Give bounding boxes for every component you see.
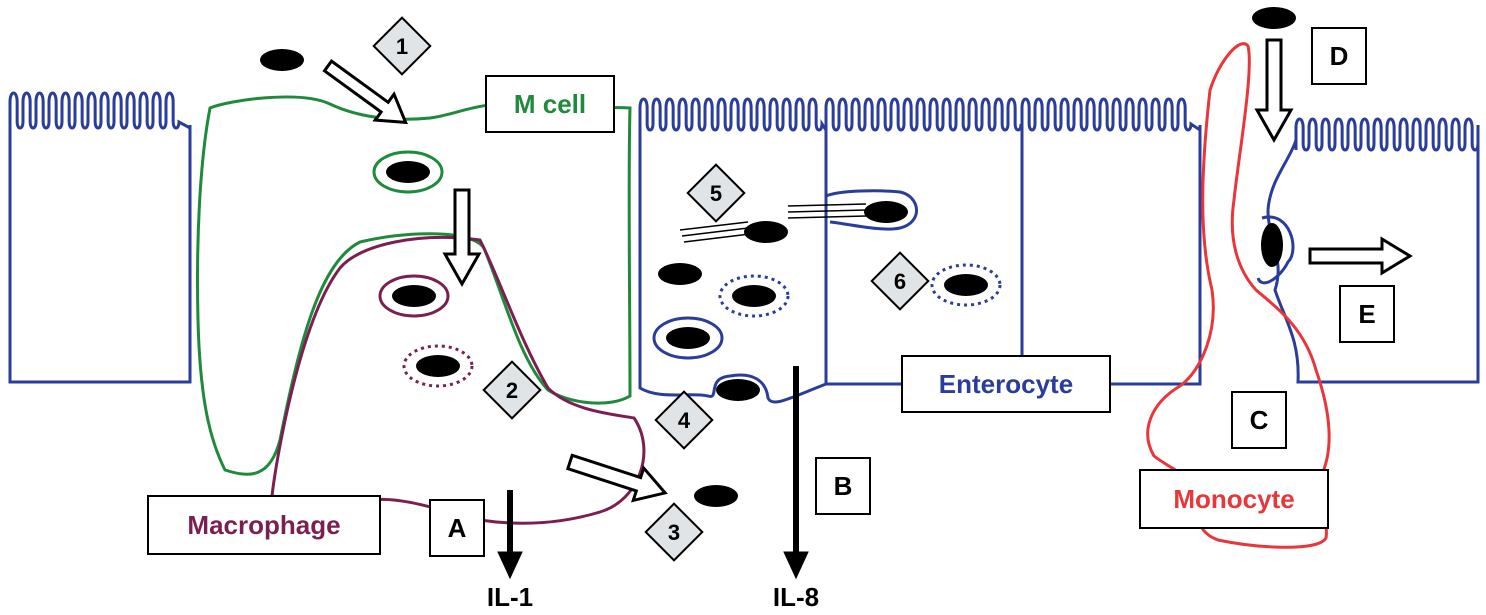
epithelium-cells bbox=[8, 91, 1480, 404]
macrophage-label: Macrophage bbox=[187, 510, 340, 540]
m-cell-vesicle bbox=[372, 150, 444, 194]
enterocyte-pocket bbox=[1256, 215, 1295, 285]
step-1-number: 1 bbox=[396, 34, 408, 59]
flagella bbox=[679, 203, 867, 243]
bacterium-lumen-m-cell bbox=[260, 49, 304, 71]
letter-a: A bbox=[448, 513, 467, 543]
bacterium-macrophage-degrading bbox=[416, 355, 460, 377]
cell-labels: M cell Macrophage Enterocyte Monocyte bbox=[187, 89, 1294, 540]
arrow-d-down bbox=[1254, 38, 1294, 144]
letter-c: C bbox=[1250, 405, 1269, 435]
arrow-entry-m-cell bbox=[322, 59, 408, 125]
microvilli-middle-cell-3 bbox=[1020, 97, 1201, 132]
monocyte-outline bbox=[1146, 42, 1331, 549]
monocyte-label-box bbox=[1139, 469, 1329, 529]
il8-label: IL-8 bbox=[773, 582, 819, 612]
cytokine-arrows bbox=[497, 366, 809, 580]
macrophage-degrading-vesicle bbox=[402, 344, 474, 388]
microvilli-middle-cell-1 bbox=[638, 97, 828, 132]
enterocyte-degrading-vesicle bbox=[718, 274, 790, 318]
step-diamonds bbox=[372, 16, 930, 562]
microvilli-left-cell bbox=[8, 91, 191, 130]
step-2-diamond bbox=[482, 360, 542, 420]
step-6-number: 6 bbox=[894, 269, 906, 294]
microvilli-middle-cell-2 bbox=[824, 97, 1024, 132]
enterocyte-cell-4 bbox=[638, 125, 828, 404]
bacterium-basolateral bbox=[716, 379, 760, 401]
letter-b: B bbox=[834, 471, 853, 501]
bacterium-lumen-monocyte bbox=[1252, 7, 1296, 29]
letters: A B C D E bbox=[448, 41, 1376, 543]
letter-a-box bbox=[429, 499, 485, 557]
letter-c-box bbox=[1231, 391, 1287, 449]
step-4-number: 4 bbox=[678, 408, 691, 433]
il1-arrowhead bbox=[497, 551, 523, 580]
macrophage-vesicle bbox=[378, 274, 450, 318]
il8-arrowhead bbox=[783, 551, 809, 580]
arrow-m-cell-down bbox=[442, 188, 482, 288]
enterocyte-invagination bbox=[825, 189, 918, 231]
letter-d-box bbox=[1311, 27, 1367, 85]
enterocyte-cell-5 bbox=[826, 125, 1202, 386]
arrow-e-right bbox=[1308, 236, 1413, 276]
enterocyte-label-box bbox=[901, 355, 1111, 413]
enterocyte-cell-left bbox=[8, 125, 192, 384]
bacterium-enterocyte-vesicle bbox=[666, 327, 710, 349]
bacterium-m-cell bbox=[386, 161, 430, 183]
monocyte-label: Monocyte bbox=[1173, 484, 1294, 514]
step-numbers: 1 2 3 4 5 6 bbox=[396, 34, 906, 545]
bacterium-enterocyte-free bbox=[658, 263, 702, 285]
bacterium-flagellum-1 bbox=[744, 221, 788, 243]
letter-e-box bbox=[1339, 285, 1395, 343]
il1-label: IL-1 bbox=[487, 582, 533, 612]
enterocyte-degrading-vesicle-2 bbox=[930, 263, 1002, 307]
cytokine-labels: IL-1 IL-8 bbox=[487, 582, 819, 612]
m-cell-label-box bbox=[485, 75, 615, 133]
macrophage-outline bbox=[270, 236, 646, 525]
microvilli-right-cell bbox=[1294, 117, 1480, 152]
step-5-number: 5 bbox=[710, 181, 722, 206]
bacterium-monocyte bbox=[1261, 223, 1283, 267]
bacterium-macrophage bbox=[392, 285, 436, 307]
enterocyte-label: Enterocyte bbox=[939, 369, 1073, 399]
macrophage-label-box bbox=[147, 495, 381, 555]
letter-e: E bbox=[1358, 299, 1375, 329]
bacterium-invagination bbox=[864, 201, 908, 223]
step-4-diamond bbox=[654, 390, 714, 450]
enterocyte-vesicle bbox=[652, 316, 724, 360]
vesicles bbox=[372, 150, 1002, 388]
letter-b-box bbox=[815, 457, 871, 515]
hollow-arrows bbox=[322, 38, 1413, 503]
step-1-diamond bbox=[372, 16, 432, 76]
step-5-diamond bbox=[686, 163, 746, 223]
m-cell-outline bbox=[196, 95, 632, 476]
bacteria bbox=[260, 7, 1296, 507]
step-3-number: 3 bbox=[668, 520, 680, 545]
step-2-number: 2 bbox=[506, 378, 518, 403]
letter-d: D bbox=[1330, 41, 1349, 71]
step-3-diamond bbox=[644, 502, 704, 562]
arrow-to-basolateral bbox=[565, 453, 668, 503]
bacterium-enterocyte-degrading-2 bbox=[944, 274, 988, 296]
bacterium-released bbox=[694, 485, 738, 507]
letter-boxes bbox=[429, 27, 1395, 557]
step-6-diamond bbox=[870, 251, 930, 311]
bacterium-enterocyte-degrading bbox=[732, 285, 776, 307]
cell-label-boxes bbox=[147, 75, 1329, 555]
flagellum-1 bbox=[679, 221, 751, 243]
flagellum-2 bbox=[787, 203, 867, 219]
m-cell-label: M cell bbox=[514, 89, 586, 119]
